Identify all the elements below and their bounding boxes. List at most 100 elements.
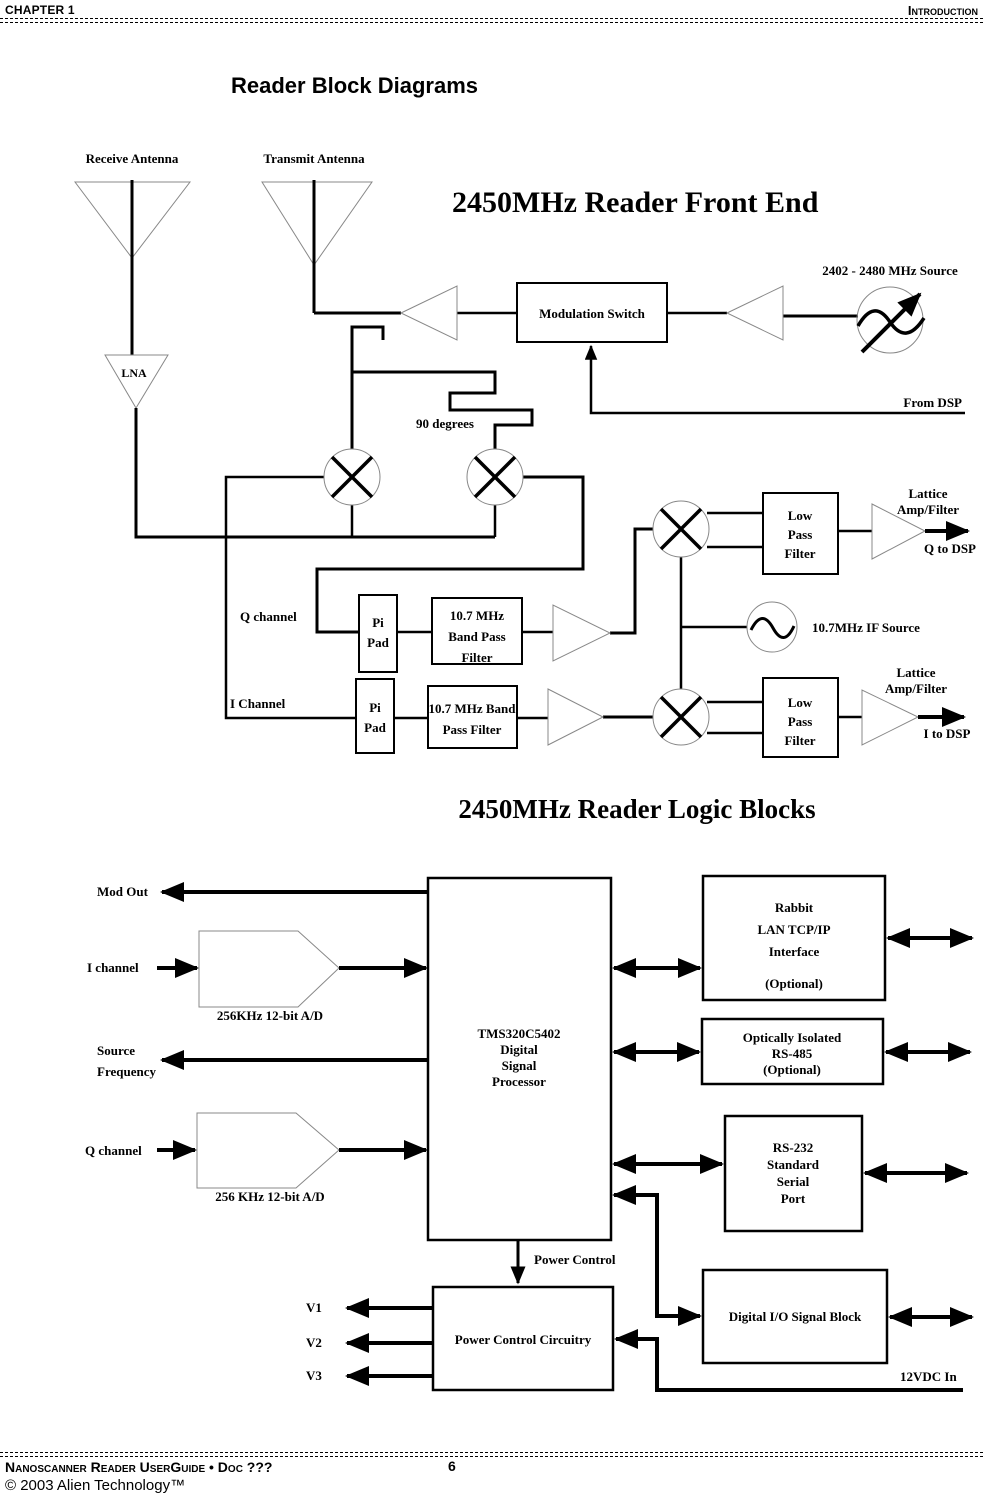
pi-pad-q-line2: Pad	[367, 635, 389, 650]
q-channel-label: Q channel	[85, 1143, 142, 1158]
i-channel-label: I channel	[87, 960, 139, 975]
source-frequency-signal: Source Frequency	[97, 1043, 428, 1079]
if-amp-q-icon	[552, 604, 612, 662]
rs232-line4: Port	[781, 1191, 806, 1206]
mixer-q-demod-icon	[652, 500, 710, 558]
rs485-block: Optically Isolated RS-485 (Optional)	[612, 1017, 972, 1086]
front-end-wires	[134, 311, 872, 735]
pi-pad-i-line2: Pad	[364, 720, 386, 735]
dsp-line1: TMS320C5402	[477, 1026, 560, 1041]
lpf-i-block: Low Pass Filter	[762, 677, 839, 758]
lpf-i-line1: Low	[788, 695, 813, 710]
front-end-diagram: 2450MHz Reader Front End Receive Antenna…	[74, 151, 976, 758]
adc-i-block: I channel 256KHz 12-bit A/D	[87, 930, 428, 1023]
v1-label: V1	[306, 1300, 322, 1315]
lpf-q-block: Low Pass Filter	[762, 492, 839, 575]
if-amp-i-icon	[547, 688, 605, 746]
lpf-i-line3: Filter	[784, 733, 815, 748]
lattice-amp-q: Lattice Amp/Filter Q to DSP	[871, 486, 976, 560]
logic-title: 2450MHz Reader Logic Blocks	[458, 794, 815, 824]
modulation-switch-block: Modulation Switch	[516, 282, 668, 343]
pcc-label: Power Control Circuitry	[455, 1332, 592, 1347]
adc-q-label: 256 KHz 12-bit A/D	[215, 1189, 324, 1204]
dsp-line2: Digital	[500, 1042, 538, 1057]
lna-amp: LNA	[104, 354, 169, 409]
logic-blocks-diagram: 2450MHz Reader Logic Blocks TMS320C5402 …	[85, 794, 974, 1392]
if-source-label: 10.7MHz IF Source	[812, 620, 920, 635]
modulation-switch-label: Modulation Switch	[539, 306, 646, 321]
phase-shift-label: 90 degrees	[416, 416, 474, 431]
lattice-q-line1: Lattice	[909, 486, 948, 501]
rabbit-line1: Rabbit	[775, 900, 814, 915]
bpf-q-line1: 10.7 MHz	[450, 608, 504, 623]
transmit-antenna-symbol: Transmit Antenna	[261, 151, 373, 313]
header-chapter: Chapter 1	[5, 3, 75, 17]
vdc-in-label: 12VDC In	[900, 1369, 957, 1384]
receive-antenna-label: Receive Antenna	[86, 151, 179, 166]
adc-i-label: 256KHz 12-bit A/D	[217, 1008, 323, 1023]
transmit-antenna-label: Transmit Antenna	[263, 151, 365, 166]
rabbit-line4: (Optional)	[765, 976, 823, 991]
bpf-q-line2: Band Pass	[448, 629, 505, 644]
header-section: Introduction	[907, 3, 978, 18]
receive-antenna-symbol: Receive Antenna	[74, 151, 192, 355]
lattice-q-line2: Amp/Filter	[897, 502, 959, 517]
source-frequency-line2: Frequency	[97, 1064, 156, 1079]
v2-label: V2	[306, 1335, 322, 1350]
pi-pad-i-line1: Pi	[369, 700, 381, 715]
rabbit-line2: LAN TCP/IP	[757, 922, 830, 937]
rs232-line1: RS-232	[773, 1140, 813, 1155]
lpf-q-line1: Low	[788, 508, 813, 523]
lpf-i-line2: Pass	[788, 714, 813, 729]
mixer-i-up-icon	[466, 448, 524, 506]
lpf-q-line3: Filter	[784, 546, 815, 561]
from-dsp-line: From DSP	[584, 344, 965, 415]
bpf-i-block: 10.7 MHz Band Pass Filter	[427, 685, 518, 749]
rabbit-line3: Interface	[769, 944, 820, 959]
i-channel-label: I Channel	[230, 696, 286, 711]
bpf-i-line1: 10.7 MHz Band	[428, 701, 516, 716]
digital-io-label: Digital I/O Signal Block	[729, 1309, 862, 1324]
i-to-dsp-label: I to DSP	[924, 726, 971, 741]
lattice-amp-i: Lattice Amp/Filter I to DSP	[861, 665, 971, 746]
power-control-signal: Power Control	[510, 1241, 616, 1285]
rs485-line1: Optically Isolated	[743, 1030, 842, 1045]
bpf-q-line3: Filter	[461, 650, 492, 665]
mixer-q-up-icon	[323, 448, 381, 506]
rs232-line2: Standard	[767, 1157, 820, 1172]
page-title: Reader Block Diagrams	[231, 73, 478, 98]
if-source-symbol: 10.7MHz IF Source	[746, 601, 920, 653]
bpf-i-line2: Pass Filter	[443, 722, 502, 737]
tx-amp-icon	[399, 285, 458, 341]
power-control-label: Power Control	[534, 1252, 616, 1267]
rs485-line3: (Optional)	[763, 1062, 821, 1077]
adc-q-block: Q channel 256 KHz 12-bit A/D	[85, 1112, 428, 1204]
rs485-line2: RS-485	[772, 1046, 813, 1061]
rf-source-symbol: 2402 - 2480 MHz Source	[822, 263, 958, 354]
lattice-i-line2: Amp/Filter	[885, 681, 947, 696]
lattice-i-line1: Lattice	[897, 665, 936, 680]
footer-doc-title: Nanoscanner Reader UserGuide • Doc ???	[5, 1459, 273, 1475]
rf-source-label: 2402 - 2480 MHz Source	[822, 263, 958, 278]
footer-page-number: 6	[448, 1458, 456, 1474]
q-to-dsp-label: Q to DSP	[924, 541, 976, 556]
pi-pad-q-line1: Pi	[372, 615, 384, 630]
rabbit-lan-block: Rabbit LAN TCP/IP Interface (Optional)	[612, 874, 974, 1002]
lpf-q-line2: Pass	[788, 527, 813, 542]
digital-io-block: Digital I/O Signal Block	[701, 1268, 974, 1365]
bpf-q-block: 10.7 MHz Band Pass Filter	[431, 597, 523, 665]
front-end-title: 2450MHz Reader Front End	[452, 186, 819, 219]
v3-label: V3	[306, 1368, 322, 1383]
rs232-line3: Serial	[777, 1174, 810, 1189]
dsp-line4: Processor	[492, 1074, 546, 1089]
q-channel-label: Q channel	[240, 609, 297, 624]
pi-pad-i-block: Pi Pad	[355, 678, 395, 754]
mod-out-signal: Mod Out	[97, 882, 428, 902]
mixer-i-demod-icon	[652, 688, 710, 746]
source-frequency-line1: Source	[97, 1043, 135, 1058]
dsp-line3: Signal	[502, 1058, 537, 1073]
power-control-circuitry-block: Power Control Circuitry V1 V2 V3	[306, 1285, 615, 1392]
mod-out-label: Mod Out	[97, 884, 149, 899]
source-amp-icon	[725, 285, 784, 341]
